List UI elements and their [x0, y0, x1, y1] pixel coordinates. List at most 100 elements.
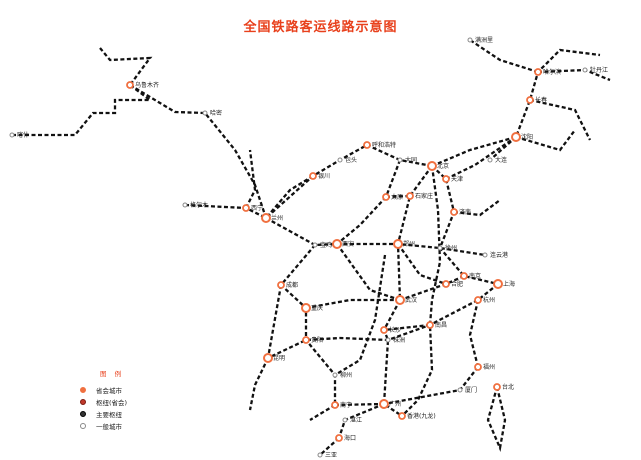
city-label: 西宁 [251, 204, 263, 212]
legend-label: 主要枢纽 [96, 411, 122, 419]
railway-line [486, 386, 507, 452]
city-12: 沈阳 [511, 132, 533, 142]
city-34: 格尔木 [182, 201, 208, 209]
hub-capital-dot-icon [80, 399, 86, 405]
city-13: 长春 [526, 96, 547, 104]
legend-item-hub-capital: 枢纽(省会) [80, 396, 127, 408]
city-marker-icon [398, 412, 406, 420]
legend-item-general: 一般城市 [80, 420, 127, 432]
city-label: 杭州 [483, 296, 495, 304]
city-label: 香港(九龙) [407, 412, 436, 420]
city-41: 连云港 [482, 251, 508, 259]
city-5: 呼和浩特 [363, 141, 396, 149]
city-3: 石家庄 [406, 192, 433, 200]
legend: 图 例 省会城市 枢纽(省会) 主要枢纽 一般城市 [80, 368, 127, 432]
city-30: 台北 [493, 383, 514, 391]
city-24: 南宁 [331, 401, 352, 409]
railway-line [319, 437, 340, 456]
city-marker-icon [426, 321, 434, 329]
city-label: 台北 [502, 383, 514, 391]
city-label: 满洲里 [475, 36, 493, 44]
city-marker-icon [317, 452, 323, 458]
city-label: 南昌 [435, 321, 447, 329]
city-21: 南昌 [426, 321, 447, 329]
city-marker-icon [182, 202, 188, 208]
city-marker-icon [474, 363, 482, 371]
city-9: 西安 [332, 239, 354, 249]
city-label: 乌鲁木齐 [135, 81, 159, 89]
city-markers: 乌鲁木齐北京天津石家庄太原呼和浩特银川兰州西宁西安郑州济南沈阳长春哈尔滨南京上海… [9, 36, 608, 459]
city-marker-icon [450, 208, 458, 216]
city-marker-icon [442, 175, 450, 183]
city-label: 徐州 [445, 244, 457, 252]
city-marker-icon [437, 245, 443, 251]
city-31: 香港(九龙) [398, 412, 436, 420]
city-47: 三亚 [317, 452, 337, 459]
city-marker-icon [442, 280, 450, 288]
city-marker-icon [332, 239, 342, 249]
railway-line [468, 299, 480, 368]
city-marker-icon [332, 372, 338, 378]
city-label: 石家庄 [415, 192, 433, 200]
city-33: 哈密 [202, 109, 222, 117]
railway-line [383, 323, 431, 332]
city-37: 宝鸡 [312, 241, 332, 249]
city-label: 北京 [437, 162, 449, 170]
city-marker-icon [493, 279, 503, 289]
city-marker-icon [202, 110, 208, 116]
railway-line [99, 47, 153, 86]
city-18: 合肥 [442, 280, 463, 288]
railway-line [12, 84, 154, 137]
city-7: 兰州 [261, 213, 283, 223]
city-marker-icon [474, 296, 482, 304]
city-marker-icon [457, 387, 463, 393]
city-label: 太原 [391, 193, 403, 201]
city-label: 南京 [469, 272, 481, 280]
city-marker-icon [467, 37, 473, 43]
city-marker-icon [582, 67, 588, 73]
city-46: 大连 [487, 156, 507, 164]
railway-line [129, 84, 268, 219]
railway-line [431, 48, 601, 168]
city-10: 郑州 [393, 239, 415, 249]
railway-line [431, 165, 499, 286]
city-label: 沈阳 [521, 133, 533, 141]
city-label: 武汉 [405, 296, 417, 304]
city-label: 兰州 [271, 214, 283, 222]
railway-line [384, 159, 402, 198]
city-marker-icon [302, 336, 310, 344]
city-label: 成都 [286, 281, 298, 289]
city-label: 南宁 [340, 401, 352, 409]
city-marker-icon [261, 213, 271, 223]
city-marker-icon [9, 132, 15, 138]
legend-item-capital: 省会城市 [80, 384, 127, 396]
railway-line [265, 143, 433, 219]
railway-line [334, 402, 385, 407]
city-label: 长春 [535, 96, 547, 104]
city-39: 厦门 [457, 386, 477, 394]
city-19: 武汉 [395, 295, 417, 305]
city-2: 天津 [442, 175, 463, 183]
city-marker-icon [395, 295, 405, 305]
legend-item-major-hub: 主要枢纽 [80, 408, 127, 420]
city-44: 满洲里 [467, 36, 493, 44]
city-16: 上海 [493, 279, 515, 289]
city-label: 西安 [342, 240, 354, 248]
city-marker-icon [511, 132, 521, 142]
city-marker-icon [380, 326, 388, 334]
city-27: 成都 [277, 281, 298, 289]
railway-line [336, 196, 387, 245]
city-label: 大同 [405, 156, 417, 164]
railway-line [248, 357, 270, 411]
railway-line [445, 136, 517, 181]
city-marker-icon [312, 242, 318, 248]
city-marker-icon [379, 399, 389, 409]
legend-label: 一般城市 [96, 423, 122, 431]
city-label: 包头 [345, 156, 357, 164]
city-marker-icon [342, 417, 348, 423]
city-23: 广州 [379, 399, 401, 409]
city-26: 昆明 [263, 353, 285, 363]
legend-label: 枢纽(省会) [96, 399, 128, 407]
city-marker-icon [126, 81, 134, 89]
